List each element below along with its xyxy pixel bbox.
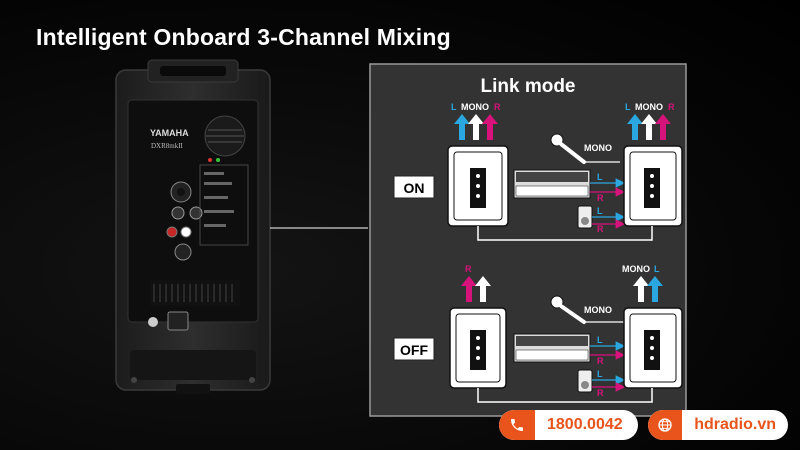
speaker-back-panel: YAMAHA DXR8mkII xyxy=(115,59,368,394)
on-right-arrow-blue xyxy=(627,114,643,140)
website-url: hdradio.vn xyxy=(694,416,776,433)
level-knob-2b[interactable] xyxy=(189,206,203,220)
off-player-out-l: L xyxy=(597,369,603,379)
off-link-cable xyxy=(477,388,653,403)
on-right-arrow-white xyxy=(641,114,657,140)
power-switch[interactable] xyxy=(148,317,158,327)
off-left-arrow-label-r: R xyxy=(465,264,472,274)
on-mic-label: MONO xyxy=(584,143,612,153)
link-out[interactable] xyxy=(174,243,192,261)
on-mic xyxy=(550,133,620,164)
brand-logo: YAMAHA xyxy=(150,128,189,138)
off-mic-label: MONO xyxy=(584,305,612,315)
on-player-out-r: R xyxy=(597,224,604,234)
phone-number: 1800.0042 xyxy=(547,416,623,433)
off-label: OFF xyxy=(400,342,428,358)
rca-input-l[interactable] xyxy=(180,226,192,238)
model-label: DXR8mkII xyxy=(151,142,184,150)
on-right-arrow-label-l: L xyxy=(625,102,631,112)
on-keyboard xyxy=(513,169,591,199)
phone-contact[interactable]: 1800.0042 xyxy=(499,410,638,440)
on-link-cable xyxy=(477,226,653,241)
on-left-arrow-label-r: R xyxy=(494,102,501,112)
phone-icon xyxy=(499,410,535,440)
on-left-arrow-magenta xyxy=(482,114,498,140)
off-left-speaker xyxy=(449,307,507,389)
globe-icon xyxy=(648,410,683,440)
website-link[interactable]: hdradio.vn xyxy=(648,410,788,440)
on-right-arrow-label-mono: MONO xyxy=(635,102,663,112)
rca-input-r[interactable] xyxy=(166,226,178,238)
link-mode-panel: Link mode ON L MONO R MONO xyxy=(369,63,687,417)
power-inlet xyxy=(167,311,189,331)
on-right-arrow-magenta xyxy=(655,114,671,140)
off-left-arrow-magenta xyxy=(461,276,477,302)
on-label: ON xyxy=(404,180,425,196)
off-right-arrow-label-mono: MONO xyxy=(622,264,650,274)
off-right-arrow-blue xyxy=(647,276,663,302)
on-left-speaker xyxy=(447,145,509,227)
on-section: ON L MONO R MONO xyxy=(393,102,683,241)
panel-title: Link mode xyxy=(480,76,575,97)
on-right-arrow-label-r: R xyxy=(668,102,675,112)
off-player-out-r: R xyxy=(597,388,604,398)
off-right-arrow-label-l: L xyxy=(654,264,660,274)
off-section: OFF R MONO xyxy=(393,264,683,403)
on-player xyxy=(577,205,593,229)
on-left-arrow-label-mono: MONO xyxy=(461,102,489,112)
on-keyboard-out-r: R xyxy=(597,193,604,203)
off-keyboard-out-l: L xyxy=(597,335,603,345)
on-right-speaker xyxy=(623,145,683,227)
off-player xyxy=(577,369,593,393)
on-left-arrow-blue xyxy=(454,114,470,140)
off-keyboard-out-r: R xyxy=(597,356,604,366)
off-right-arrow-white xyxy=(633,276,649,302)
off-right-speaker xyxy=(623,307,683,389)
on-player-out-l: L xyxy=(597,206,603,216)
on-left-arrow-label-l: L xyxy=(451,102,457,112)
on-left-arrow-white xyxy=(468,114,484,140)
page-title: Intelligent Onboard 3-Channel Mixing xyxy=(36,24,451,50)
on-keyboard-out-l: L xyxy=(597,172,603,182)
level-knob-2[interactable] xyxy=(171,206,185,220)
off-keyboard xyxy=(513,333,591,363)
vent-grille xyxy=(204,115,246,157)
off-mic xyxy=(550,295,624,324)
off-left-arrow-white xyxy=(475,276,491,302)
